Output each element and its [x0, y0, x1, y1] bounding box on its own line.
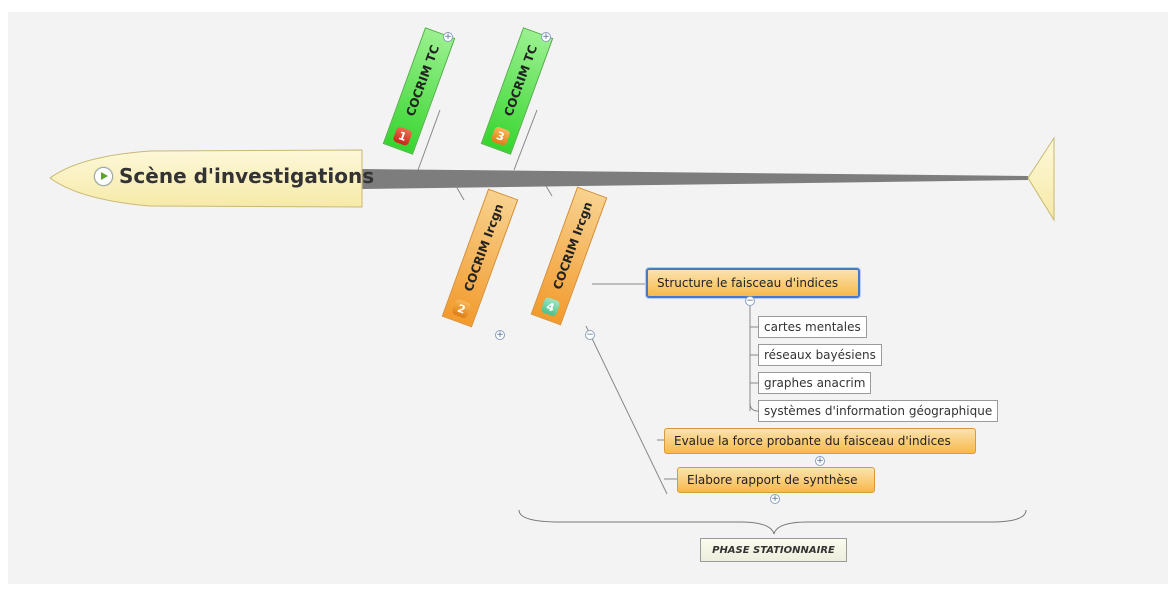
subtopic-cartes-mentales[interactable]: cartes mentales	[758, 316, 867, 338]
fish-tail	[1027, 136, 1055, 222]
expand-icon[interactable]: +	[541, 32, 551, 42]
expand-icon[interactable]: +	[770, 494, 780, 504]
topic-label: Structure le faisceau d'indices	[657, 276, 839, 290]
subtopic-reseaux-bayesiens[interactable]: réseaux bayésiens	[758, 344, 882, 366]
bone-line-2	[455, 185, 465, 201]
central-topic-label: Scène d'investigations	[119, 164, 375, 188]
spine	[362, 169, 1028, 189]
expand-icon[interactable]: +	[443, 32, 453, 42]
collapse-icon[interactable]: −	[745, 296, 755, 306]
priority-4-icon: 4	[540, 296, 561, 317]
expand-icon[interactable]: +	[495, 330, 505, 340]
summary-brace	[518, 509, 1027, 535]
priority-1-icon: 1	[392, 125, 413, 147]
topic-elabore-rapport[interactable]: Elabore rapport de synthèse	[677, 467, 875, 493]
bone-line-1	[417, 109, 441, 171]
expand-icon[interactable]: +	[815, 456, 825, 466]
subtopic-link-4	[749, 402, 759, 412]
priority-3-icon: 3	[490, 125, 511, 147]
subtopic-label: systèmes d'information géographique	[764, 404, 993, 418]
branch-line-4	[585, 325, 668, 495]
subtopic-systemes-information[interactable]: systèmes d'information géographique	[758, 400, 999, 422]
play-icon[interactable]	[94, 166, 113, 186]
topic-label: Elabore rapport de synthèse	[687, 473, 858, 487]
collapse-icon[interactable]: −	[585, 330, 595, 340]
central-topic[interactable]: Scène d'investigations	[94, 164, 374, 188]
summary-phase-stationnaire[interactable]: PHASE STATIONNAIRE	[700, 538, 847, 562]
topic-evalue-force[interactable]: Evalue la force probante du faisceau d'i…	[664, 428, 976, 454]
subtopic-label: graphes anacrim	[764, 376, 866, 390]
fish-head	[49, 149, 363, 208]
bone-line-3	[513, 109, 538, 171]
subtopic-label: cartes mentales	[764, 320, 861, 334]
bone-line-4	[545, 185, 553, 197]
topic-label: Evalue la force probante du faisceau d'i…	[674, 434, 951, 448]
summary-label: PHASE STATIONNAIRE	[712, 544, 835, 556]
topic-structure-faisceau[interactable]: Structure le faisceau d'indices	[646, 268, 860, 298]
subtopic-label: réseaux bayésiens	[764, 348, 876, 362]
subtopic-graphes-anacrim[interactable]: graphes anacrim	[758, 372, 872, 394]
diagram-canvas	[8, 12, 1168, 584]
priority-2-icon: 2	[451, 298, 472, 319]
